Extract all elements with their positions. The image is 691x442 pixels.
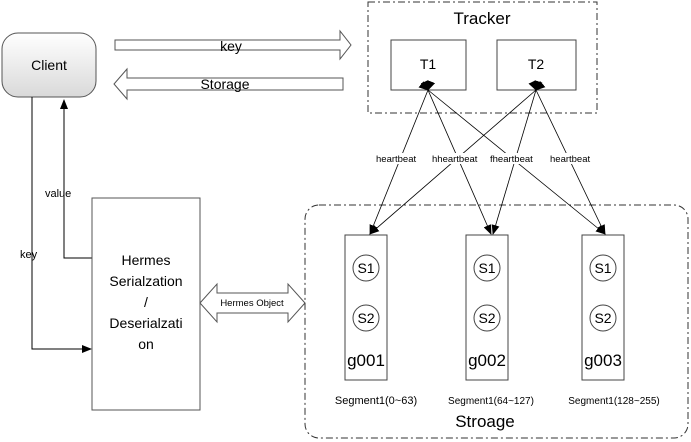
server-s2-g002 bbox=[473, 304, 501, 332]
hermes-line-2: Serialzation bbox=[109, 273, 182, 289]
group-name-g001: g001 bbox=[347, 351, 385, 370]
server-s1-g002 bbox=[473, 254, 501, 282]
client-label: Client bbox=[31, 57, 67, 73]
storage-response-arrow bbox=[113, 67, 344, 101]
hermes-line-5: on bbox=[138, 336, 154, 352]
server-s2-g001-label: S2 bbox=[357, 310, 374, 326]
server-s1-g001 bbox=[352, 254, 380, 282]
key-request-arrow bbox=[114, 29, 352, 61]
server-s2-g003-label: S2 bbox=[594, 310, 611, 326]
hermes-object-label: Hermes Object bbox=[220, 298, 284, 309]
server-s2-g001 bbox=[352, 304, 380, 332]
storage-title: Stroage bbox=[455, 412, 515, 431]
client-node bbox=[1, 32, 97, 98]
value-label: value bbox=[45, 188, 71, 200]
hermes-serialization-box bbox=[91, 197, 201, 411]
server-s1-g003 bbox=[589, 254, 617, 282]
server-s1-g001-label: S1 bbox=[357, 260, 374, 276]
hermes-line-3: / bbox=[144, 294, 148, 310]
heartbeat-label-4: heartbeat bbox=[550, 154, 591, 165]
storage-container bbox=[304, 204, 689, 439]
hermes-line-1: Hermes bbox=[121, 252, 170, 268]
segment-label-g003: Segment1(128~255) bbox=[568, 396, 659, 407]
storage-response-label: Storage bbox=[200, 76, 249, 92]
value-arrow bbox=[60, 99, 92, 259]
server-s2-g002-label: S2 bbox=[478, 310, 495, 326]
heartbeat-label-1: heartbeat bbox=[376, 154, 417, 165]
key-label: key bbox=[20, 249, 38, 261]
key-arrow bbox=[31, 97, 92, 353]
group-name-g003: g003 bbox=[584, 351, 622, 370]
hermes-line-4: Deserialzati bbox=[109, 315, 182, 331]
tracker-node-t2-label: T2 bbox=[528, 56, 545, 72]
heartbeat-label-2: hheartbeat bbox=[432, 154, 478, 165]
server-s2-g003 bbox=[589, 304, 617, 332]
group-name-g002: g002 bbox=[468, 351, 506, 370]
segment-label-g002: Segment1(64~127) bbox=[448, 396, 534, 407]
heartbeat-label-3: fheartbeat bbox=[490, 154, 533, 165]
segment-label-g001: Segment1(0~63) bbox=[335, 395, 417, 407]
server-s1-g002-label: S1 bbox=[478, 260, 495, 276]
tracker-title: Tracker bbox=[454, 9, 511, 28]
key-request-label: key bbox=[220, 38, 242, 54]
server-s1-g003-label: S1 bbox=[594, 260, 611, 276]
tracker-node-t1-label: T1 bbox=[420, 56, 437, 72]
